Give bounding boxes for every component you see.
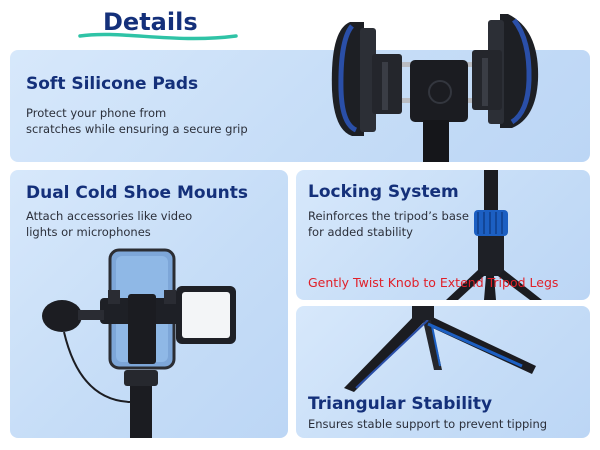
page-title: Details — [103, 8, 198, 36]
card-title: Dual Cold Shoe Mounts — [26, 183, 249, 203]
card-desc-line: Protect your phone from — [26, 106, 167, 120]
tripod-legs-image — [344, 306, 536, 392]
card-desc-line: lights or microphones — [26, 225, 151, 239]
card-dual-cold-shoe-mounts: Dual Cold Shoe Mounts Attach accessories… — [10, 170, 288, 438]
card-title: Triangular Stability — [308, 394, 493, 414]
card-desc-line: scratches while ensuring a secure grip — [26, 122, 248, 136]
phone-mount-with-light-and-mic-image — [42, 248, 236, 438]
card-title: Locking System — [308, 182, 459, 202]
tripod-lock-knob-image — [446, 170, 542, 300]
card-title: Soft Silicone Pads — [26, 74, 199, 94]
card-desc-line: Reinforces the tripod’s base — [308, 209, 469, 223]
twist-knob-note: Gently Twist Knob to Extend Tripod Legs — [308, 275, 559, 290]
card-desc-line: for added stability — [308, 225, 413, 239]
card-triangular-stability: Triangular Stability Ensures stable supp… — [296, 306, 590, 438]
card-desc-line: Attach accessories like video — [26, 209, 193, 223]
card-desc-line: Ensures stable support to prevent tippin… — [308, 417, 548, 431]
card-locking-system: Locking System Reinforces the tripod’s b… — [296, 170, 590, 300]
